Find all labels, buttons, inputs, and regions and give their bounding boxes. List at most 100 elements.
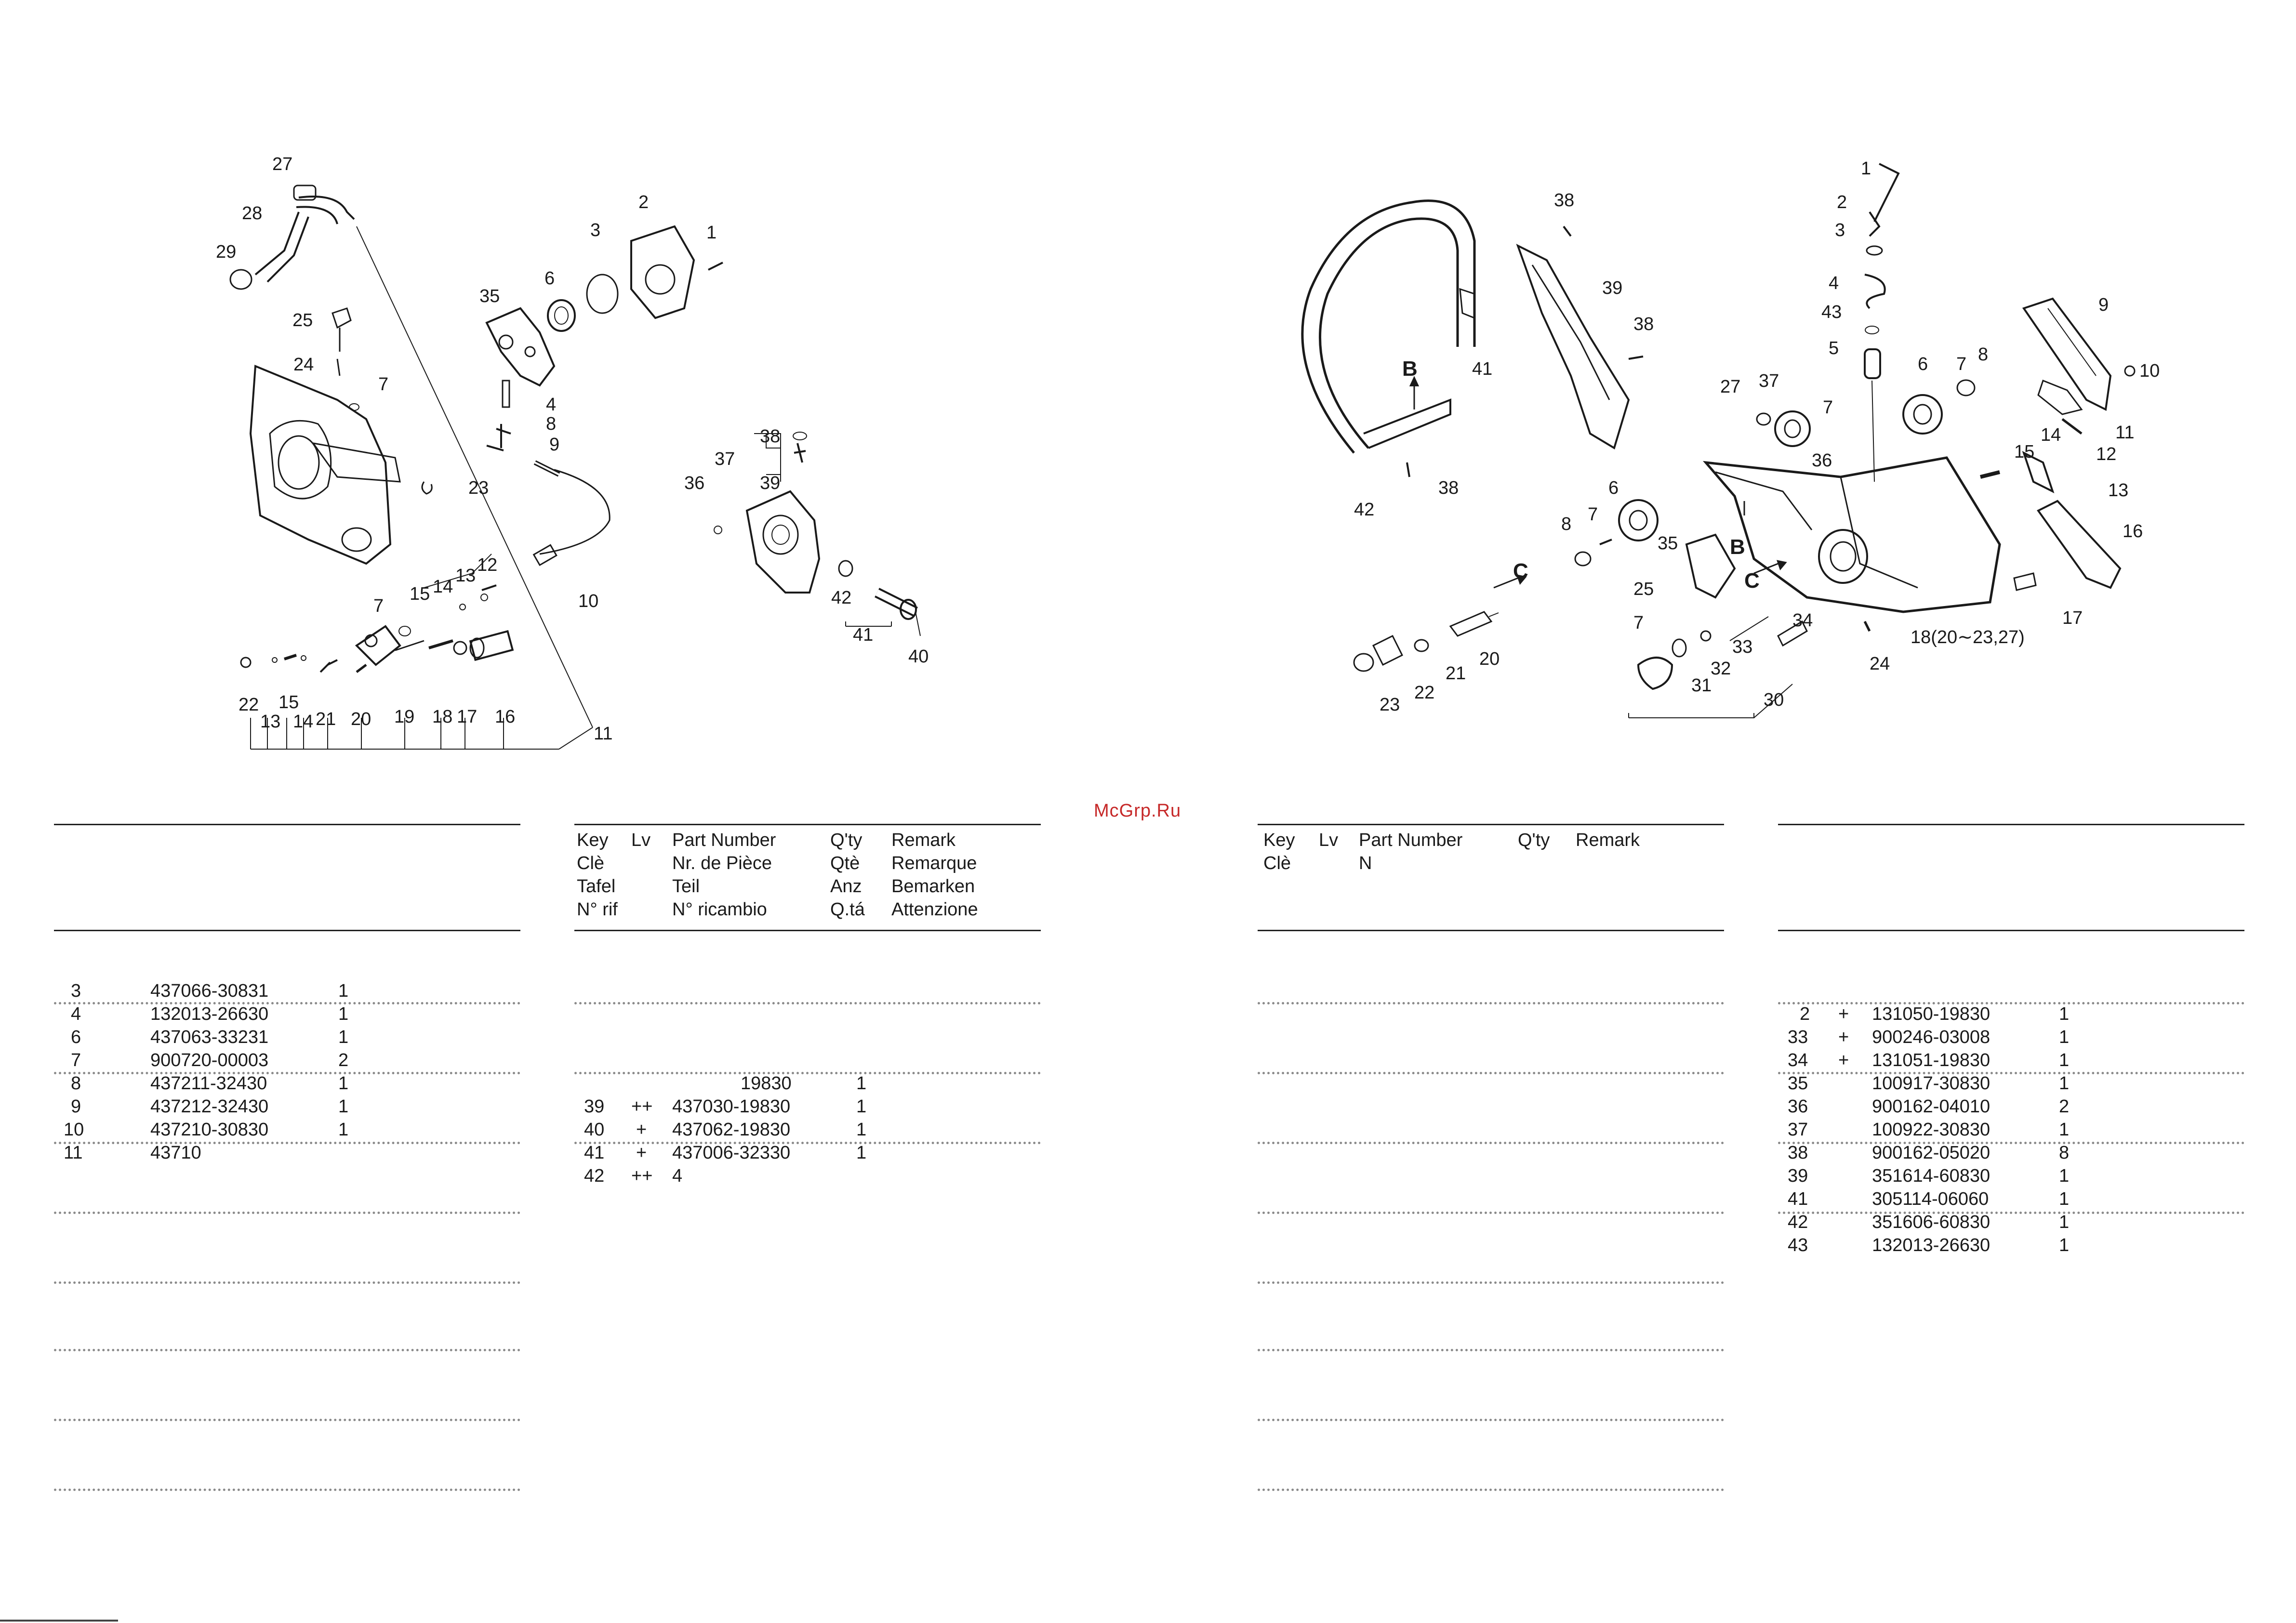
callout-37: 37 bbox=[1759, 371, 1779, 391]
callout-34: 34 bbox=[1792, 610, 1813, 631]
fuel-tank-drawing bbox=[1703, 456, 2001, 613]
callout-29: 29 bbox=[216, 242, 236, 262]
table3-header-remark: Remark bbox=[1576, 830, 1640, 850]
callout-8: 8 bbox=[546, 414, 556, 434]
callout-11: 11 bbox=[594, 724, 612, 744]
callout-38: 38 bbox=[760, 426, 780, 447]
callout-19: 19 bbox=[394, 707, 414, 727]
callout-25: 25 bbox=[1633, 579, 1654, 599]
callout-23: 23 bbox=[468, 478, 489, 498]
table3-dots-2 bbox=[1258, 1072, 1724, 1074]
table3-dots-5 bbox=[1258, 1281, 1724, 1284]
right-callouts: 38 39 38 41 B 42 38 1 2 3 4 43 5 7 6 7 8… bbox=[1354, 158, 2160, 715]
callout-33: 33 bbox=[1732, 637, 1752, 657]
rear-handle-drawing bbox=[1516, 243, 1630, 450]
callout-22: 22 bbox=[1414, 683, 1434, 703]
parts-diagram: 27 28 29 25 24 7 23 2 3 1 6 35 4 8 9 10 … bbox=[216, 154, 2160, 750]
callout-4: 4 bbox=[1829, 273, 1839, 293]
table3-header-lv: Lv bbox=[1319, 830, 1339, 850]
footer-bar bbox=[0, 1620, 118, 1622]
callout-41: 41 bbox=[1472, 359, 1492, 379]
callout-b1: B bbox=[1402, 357, 1418, 381]
table-row: 7 900720-00003 2 bbox=[71, 1050, 349, 1070]
callout-40: 40 bbox=[908, 647, 929, 667]
callout-6a: 6 bbox=[1918, 354, 1928, 374]
table1-dots-7 bbox=[54, 1419, 520, 1421]
callout-16: 16 bbox=[495, 707, 515, 727]
table2-dots-3 bbox=[574, 1142, 1041, 1144]
table-row: 42 ++ 4 bbox=[584, 1166, 683, 1186]
callout-31: 31 bbox=[1691, 675, 1712, 696]
table1-dots-3 bbox=[54, 1142, 520, 1144]
table-row: 33 + 900246-03008 1 bbox=[1788, 1027, 2070, 1047]
table-row: 8 437211-32430 1 bbox=[71, 1073, 349, 1094]
callout-11: 11 bbox=[2115, 422, 2134, 443]
pump-assembly-drawing bbox=[745, 490, 821, 594]
table-row: 6 437063-33231 1 bbox=[71, 1027, 349, 1047]
table2-header-lv: Lv bbox=[631, 830, 651, 850]
table-row: 40 + 437062-19830 1 bbox=[584, 1120, 867, 1140]
callout-15b: 15 bbox=[279, 692, 299, 713]
callout-7d: 7 bbox=[1633, 613, 1644, 633]
table2-header-remark: Remark Remarque Bemarken Attenzione bbox=[891, 830, 978, 920]
callout-10: 10 bbox=[2139, 361, 2160, 381]
callout-27: 27 bbox=[272, 154, 292, 174]
table2-top-rule bbox=[574, 824, 1041, 825]
callout-22: 22 bbox=[239, 695, 259, 715]
callout-15: 15 bbox=[2014, 442, 2034, 462]
table3-dots-4 bbox=[1258, 1212, 1724, 1214]
callout-20: 20 bbox=[1479, 649, 1500, 669]
table1-dots-1 bbox=[54, 1002, 520, 1004]
callout-24: 24 bbox=[293, 355, 314, 375]
callout-1: 1 bbox=[1861, 158, 1871, 179]
table3-header-rule bbox=[1258, 930, 1724, 931]
callout-36: 36 bbox=[684, 473, 704, 493]
table3-header-key: Key Clè bbox=[1263, 830, 1295, 873]
table1-dots-4 bbox=[54, 1212, 520, 1214]
table-row: 41 305114-06060 1 bbox=[1788, 1189, 2070, 1209]
callout-c2: C bbox=[1744, 569, 1760, 593]
table-row: 39 351614-60830 1 bbox=[1788, 1166, 2070, 1186]
callout-35: 35 bbox=[1658, 533, 1678, 554]
table3-header-part: Part Number N bbox=[1359, 830, 1463, 873]
table-row: 9 437212-32430 1 bbox=[71, 1096, 349, 1117]
callout-38b: 38 bbox=[1633, 314, 1654, 334]
callout-14: 14 bbox=[2041, 425, 2061, 445]
oil-hose-drawing bbox=[296, 196, 355, 224]
table-row: 19830 1 bbox=[741, 1073, 867, 1094]
callout-39: 39 bbox=[760, 473, 780, 493]
table-row: 37 100922-30830 1 bbox=[1788, 1120, 2070, 1140]
table3-dots-1 bbox=[1258, 1002, 1724, 1004]
callout-42: 42 bbox=[831, 588, 851, 608]
callout-16: 16 bbox=[2123, 521, 2143, 541]
table1-top-rule bbox=[54, 824, 520, 825]
table4-top-rule bbox=[1778, 824, 2244, 825]
table1-dots-5 bbox=[54, 1281, 520, 1284]
table-row: 39 ++ 437030-19830 1 bbox=[584, 1096, 867, 1117]
callout-9: 9 bbox=[2098, 295, 2109, 315]
callout-1: 1 bbox=[706, 223, 717, 243]
callout-43: 43 bbox=[1821, 302, 1842, 322]
table1-dots-2 bbox=[54, 1072, 520, 1074]
table-row: 43 132013-26630 1 bbox=[1788, 1235, 2070, 1255]
table3-dots-6 bbox=[1258, 1349, 1724, 1351]
callout-36: 36 bbox=[1812, 450, 1832, 471]
callout-4: 4 bbox=[546, 395, 556, 415]
callout-12: 12 bbox=[2096, 444, 2116, 464]
callout-17: 17 bbox=[457, 707, 477, 727]
table-row: 38 900162-05020 8 bbox=[1788, 1143, 2070, 1163]
right-exploded-diagram bbox=[1301, 163, 2136, 718]
table4-dots-2 bbox=[1778, 1072, 2244, 1074]
callout-8b: 8 bbox=[1561, 514, 1571, 534]
table3-dots-8 bbox=[1258, 1489, 1724, 1491]
cover-plate-drawing bbox=[630, 225, 695, 319]
table1-header-rule bbox=[54, 930, 520, 931]
callout-c1: C bbox=[1513, 559, 1528, 583]
callout-12: 12 bbox=[477, 555, 497, 575]
table-row: 34 + 131051-19830 1 bbox=[1788, 1050, 2070, 1070]
table4-dots-3 bbox=[1778, 1142, 2244, 1144]
callout-7b: 7 bbox=[373, 596, 384, 616]
front-handle-drawing bbox=[1301, 199, 1476, 454]
callout-13: 13 bbox=[455, 566, 476, 586]
table3-dots-3 bbox=[1258, 1142, 1724, 1144]
